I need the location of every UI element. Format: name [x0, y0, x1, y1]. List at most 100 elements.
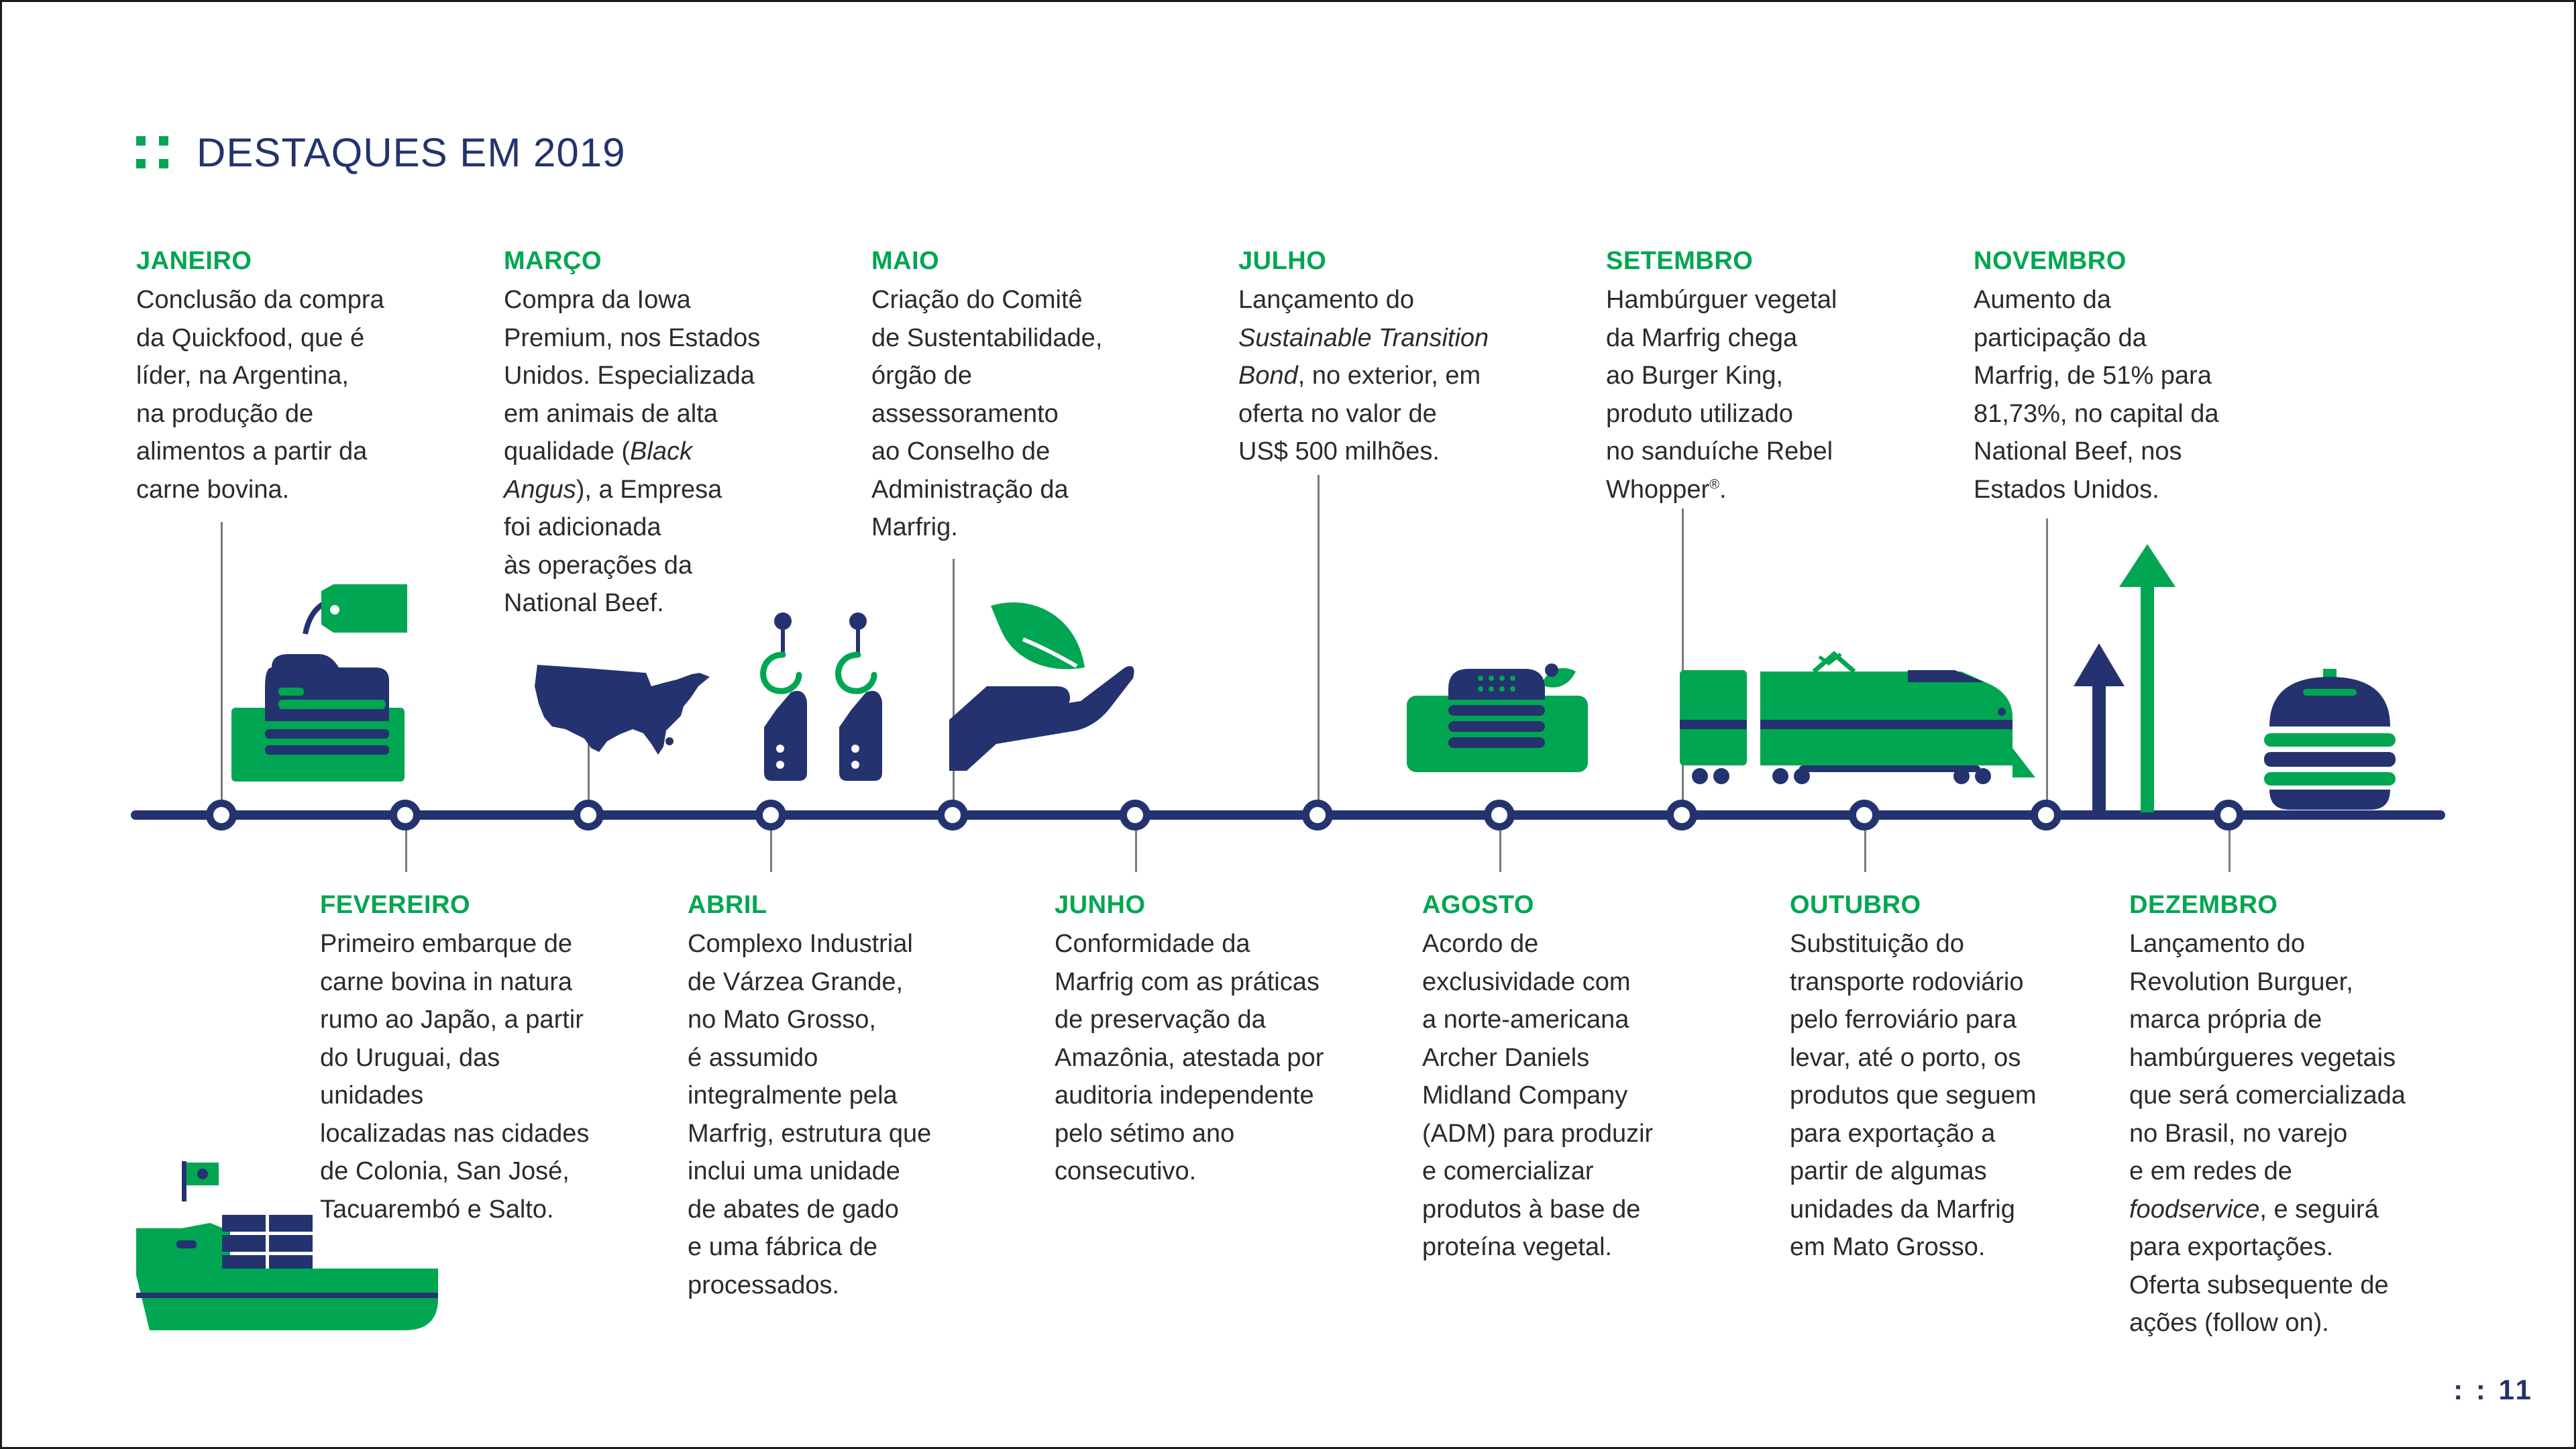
event-text: Substituição do transporte rodoviário pe…: [1790, 925, 2072, 1267]
text-line: de preservação da: [1055, 1006, 1266, 1034]
timeline-node-janeiro: [206, 800, 237, 830]
event-junho: JUNHO Conformidade da Marfrig com as prá…: [1055, 886, 1336, 1191]
text-line: pelo sétimo ano: [1055, 1119, 1235, 1148]
event-text: Conformidade da Marfrig com as práticas …: [1055, 925, 1336, 1191]
event-month: OUTUBRO: [1790, 891, 1921, 919]
text-line: integralmente pela: [688, 1081, 898, 1110]
text-line: National Beef.: [504, 589, 664, 617]
timeline-node-abril: [755, 800, 786, 830]
text-line: Bond, no exterior, em: [1238, 357, 1520, 395]
timeline-node-novembro: [2031, 800, 2061, 830]
connector-abril: [770, 828, 772, 872]
text-line: de Várzea Grande,: [688, 967, 904, 996]
text-line: Primeiro embarque de: [320, 930, 572, 958]
text-line: órgão de: [871, 362, 973, 390]
event-month: MARÇO: [504, 247, 602, 275]
text-line: em animais de alta: [504, 399, 718, 428]
connector-julho: [1318, 475, 1320, 804]
text-line: a norte-americana: [1422, 1006, 1629, 1034]
text-line: líder, na Argentina,: [136, 362, 349, 390]
text-line: Angus), a Empresa: [504, 471, 786, 509]
event-month: FEVEREIRO: [320, 891, 471, 919]
connector-setembro: [1682, 508, 1684, 804]
event-text: Primeiro embarque de carne bovina in nat…: [320, 925, 602, 1228]
text-line: produtos à base de: [1422, 1195, 1641, 1224]
text-line: ao Burger King,: [1606, 362, 1784, 390]
text-line: Revolution Burguer,: [2129, 967, 2353, 996]
text-line: Whopper®.: [1606, 471, 1888, 509]
usa-map-icon: [535, 665, 710, 755]
event-month: JULHO: [1238, 247, 1327, 275]
text-line: qualidade (Black: [504, 433, 786, 471]
connector-marco: [588, 693, 590, 804]
text-line: no sanduíche Rebel: [1606, 437, 1833, 466]
train-icon: [1680, 651, 2035, 784]
text-line: Amazônia, atestada por: [1055, 1043, 1324, 1072]
text-line: assessoramento: [871, 399, 1059, 428]
text-run-italic: Bond: [1238, 362, 1298, 390]
text-line: localizadas nas cidades: [320, 1119, 590, 1148]
text-run: qualidade (: [504, 437, 631, 466]
connector-dezembro: [2229, 828, 2231, 872]
connector-janeiro: [221, 522, 223, 804]
text-line: levar, até o porto, os: [1790, 1043, 2021, 1072]
connector-outubro: [1864, 828, 1866, 872]
text-line: no Mato Grosso,: [688, 1006, 876, 1034]
event-text: Hambúrguer vegetal da Marfrig chega ao B…: [1606, 281, 1888, 508]
text-run: , no exterior, em: [1297, 362, 1481, 390]
timeline-node-junho: [1120, 800, 1150, 830]
event-month: JANEIRO: [136, 247, 252, 275]
event-text: Complexo Industrial de Várzea Grande, no…: [688, 925, 969, 1304]
plant-burger-icon: [1407, 663, 1588, 772]
text-line: hambúrgueres vegetais: [2129, 1043, 2396, 1072]
timeline-node-julho: [1302, 800, 1333, 830]
text-line: Lançamento do: [1238, 286, 1414, 314]
text-line: e em redes de: [2129, 1157, 2292, 1185]
event-fevereiro: FEVEREIRO Primeiro embarque de carne bov…: [320, 886, 602, 1228]
text-line: Conclusão da compra: [136, 286, 384, 314]
text-line: Midland Company: [1422, 1081, 1628, 1110]
text-run-italic: Angus: [504, 475, 576, 504]
timeline-node-marco: [573, 800, 604, 830]
text-line: Estados Unidos.: [1974, 475, 2159, 504]
event-text: Lançamento do Sustainable Transition Bon…: [1238, 281, 1520, 471]
text-line: ao Conselho de: [871, 437, 1051, 466]
text-line: Compra da Iowa: [504, 286, 691, 314]
text-line: 81,73%, no capital da: [1974, 399, 2219, 428]
text-line: Administração da: [871, 475, 1069, 504]
text-line: Unidos. Especializada: [504, 362, 755, 390]
event-text: Compra da Iowa Premium, nos Estados Unid…: [504, 281, 786, 623]
timeline-node-agosto: [1484, 800, 1515, 830]
text-line: e comercializar: [1422, 1157, 1594, 1185]
text-line: processados.: [688, 1271, 840, 1299]
page-title: DESTAQUES EM 2019: [197, 130, 626, 175]
event-month: NOVEMBRO: [1974, 247, 2127, 275]
event-month: JUNHO: [1055, 891, 1146, 919]
text-line: partir de algumas: [1790, 1157, 1987, 1185]
event-dezembro: DEZEMBRO Lançamento do Revolution Burgue…: [2129, 886, 2445, 1342]
registered-mark: ®: [1709, 476, 1719, 492]
event-month: MAIO: [871, 247, 940, 275]
event-outubro: OUTUBRO Substituição do transporte rodov…: [1790, 886, 2072, 1267]
text-line: foodservice, e seguirá: [2129, 1191, 2445, 1229]
text-line: unidades da Marfrig: [1790, 1195, 2015, 1224]
text-line: carne bovina in natura: [320, 967, 573, 996]
event-month: DEZEMBRO: [2129, 891, 2278, 919]
text-line: ações (follow on).: [2129, 1309, 2329, 1337]
timeline-node-outubro: [1849, 800, 1880, 830]
section-header: DESTAQUES EM 2019: [136, 129, 625, 176]
meat-hooks-icon: [760, 612, 882, 781]
connector-novembro: [2046, 519, 2048, 804]
text-line: para exportação a: [1790, 1119, 1996, 1148]
text-line: pelo ferroviário para: [1790, 1006, 2017, 1034]
text-line: oferta no valor de: [1238, 399, 1437, 428]
title-dots-icon: [136, 136, 170, 170]
text-line: inclui uma unidade: [688, 1157, 900, 1185]
text-line: auditoria independente: [1055, 1081, 1314, 1110]
text-line: às operações da: [504, 551, 692, 580]
text-line: proteína vegetal.: [1422, 1233, 1613, 1261]
connector-fevereiro: [405, 828, 407, 872]
text-line: Complexo Industrial: [688, 930, 913, 958]
connector-maio: [953, 559, 955, 804]
